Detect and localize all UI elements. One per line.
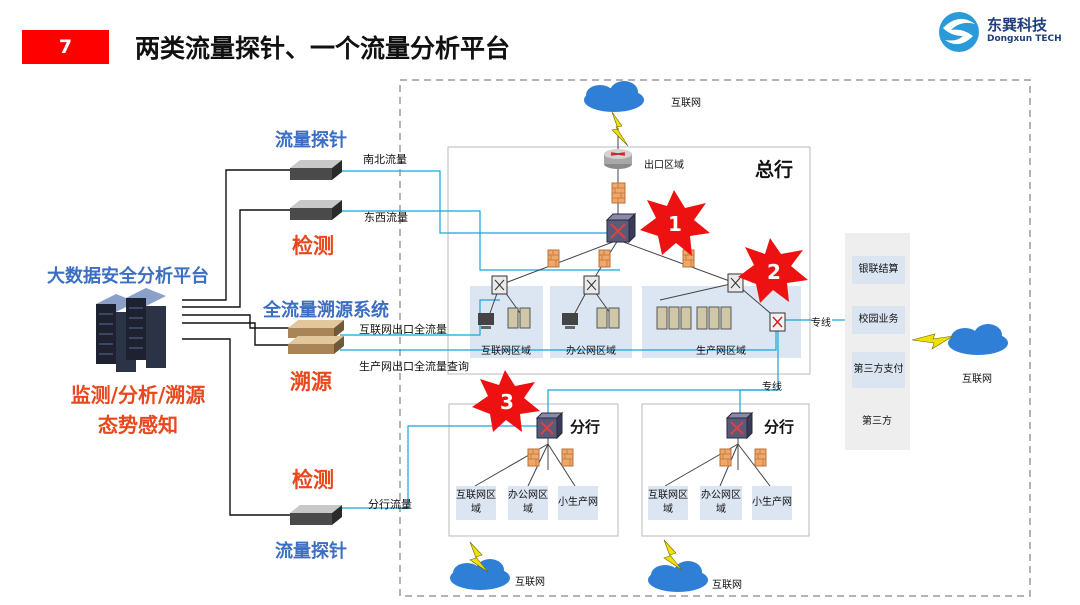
access-switch-icons (491, 273, 786, 332)
trace-label: 溯源 (290, 370, 332, 394)
marker-burst-1 (640, 190, 710, 256)
platform-links (182, 169, 290, 516)
hq-internet-label: 互联网 (671, 98, 701, 109)
probe-label-bottom: 流量探针 (275, 541, 347, 562)
lightning-branch1-icon (469, 541, 489, 573)
network-boundary-frame (399, 79, 1031, 597)
lightning-icons (469, 111, 954, 573)
flow-label-east-west: 东西流量 (364, 211, 408, 224)
dedicated-line-right-label: 专线 (811, 318, 831, 329)
cloud-external (948, 324, 1008, 355)
external-item-unionpay: 银联结算 (852, 256, 905, 284)
branch-2-zone-internet: 互联网区域 (648, 486, 688, 520)
firewall-icons (527, 182, 767, 467)
cloud-branch-1 (450, 559, 510, 590)
detect-label-bottom: 检测 (292, 468, 334, 492)
page-title: 两类流量探针、一个流量分析平台 (135, 34, 511, 63)
platform-label: 大数据安全分析平台 (47, 266, 209, 287)
hq-exit-zone-label: 出口区域 (644, 160, 684, 171)
flow-label-north-south: 南北流量 (363, 153, 407, 166)
flow-label-production-exit: 生产网出口全流量查询 (359, 360, 469, 373)
burst-markers (472, 190, 808, 432)
branch-1-zone-office: 办公网区域 (508, 486, 548, 520)
branch-1-zone-production: 小生产网 (558, 486, 598, 520)
platform-caption-line1: 监测/分析/溯源 (70, 383, 206, 407)
external-item-third-party: 第三方 (862, 416, 892, 427)
external-item-campus: 校园业务 (852, 306, 905, 334)
hq-title: 总行 (755, 159, 794, 181)
branch-1-title: 分行 (570, 418, 601, 436)
cloud-branch-2 (648, 561, 708, 592)
platform-caption: 监测/分析/溯源 态势感知 (48, 380, 228, 440)
hq-zone-internet-label: 互联网区域 (481, 346, 531, 357)
hq-zone-office-label: 办公网区域 (566, 346, 616, 357)
marker-number-3: 3 (500, 390, 514, 414)
dongxun-logo-icon (939, 12, 979, 52)
detect-label-top: 检测 (292, 234, 334, 258)
flow-label-internet-exit: 互联网出口全流量 (359, 323, 447, 336)
marker-number-1: 1 (668, 212, 682, 236)
probe-appliance-icons (290, 160, 342, 525)
branch-2-internet-label: 互联网 (712, 580, 742, 591)
marker-number-2: 2 (767, 260, 781, 284)
lightning-hq-icon (611, 111, 629, 147)
branch-2-zone-production: 小生产网 (752, 486, 792, 520)
external-item-third-party-pay: 第三方支付 (852, 352, 905, 388)
slide-number-badge: 7 (22, 30, 109, 64)
branch-1-internet-label: 互联网 (515, 577, 545, 588)
trace-system-label: 全流量溯源系统 (263, 300, 389, 321)
cloud-shapes (450, 81, 1008, 592)
logo-en-text: Dongxun TECH (987, 34, 1062, 44)
exit-router-icon (604, 149, 632, 169)
platform-caption-line2: 态势感知 (98, 413, 178, 437)
lightning-branch2-icon (663, 539, 683, 571)
trace-appliance-icon (288, 320, 344, 354)
server-rack-icon (96, 288, 166, 372)
lightning-external-icon (911, 333, 954, 350)
dedicated-line-bottom-label: 专线 (762, 382, 782, 393)
hq-host-icons (478, 306, 732, 330)
flow-label-branch: 分行流量 (368, 498, 412, 511)
hq-zone-production-label: 生产网区域 (696, 346, 746, 357)
marker-burst-2 (738, 238, 808, 303)
probe-label-top: 流量探针 (275, 130, 347, 151)
branch-2-zone-office: 办公网区域 (700, 486, 742, 520)
core-switch-icons (535, 212, 754, 440)
cloud-hq (584, 81, 644, 112)
marker-burst-3 (472, 370, 540, 432)
external-internet-label: 互联网 (962, 374, 992, 385)
branch-2-title: 分行 (764, 418, 795, 436)
branch-1-zone-internet: 互联网区域 (456, 486, 496, 520)
logo-cn-text: 东巽科技 (987, 16, 1048, 34)
